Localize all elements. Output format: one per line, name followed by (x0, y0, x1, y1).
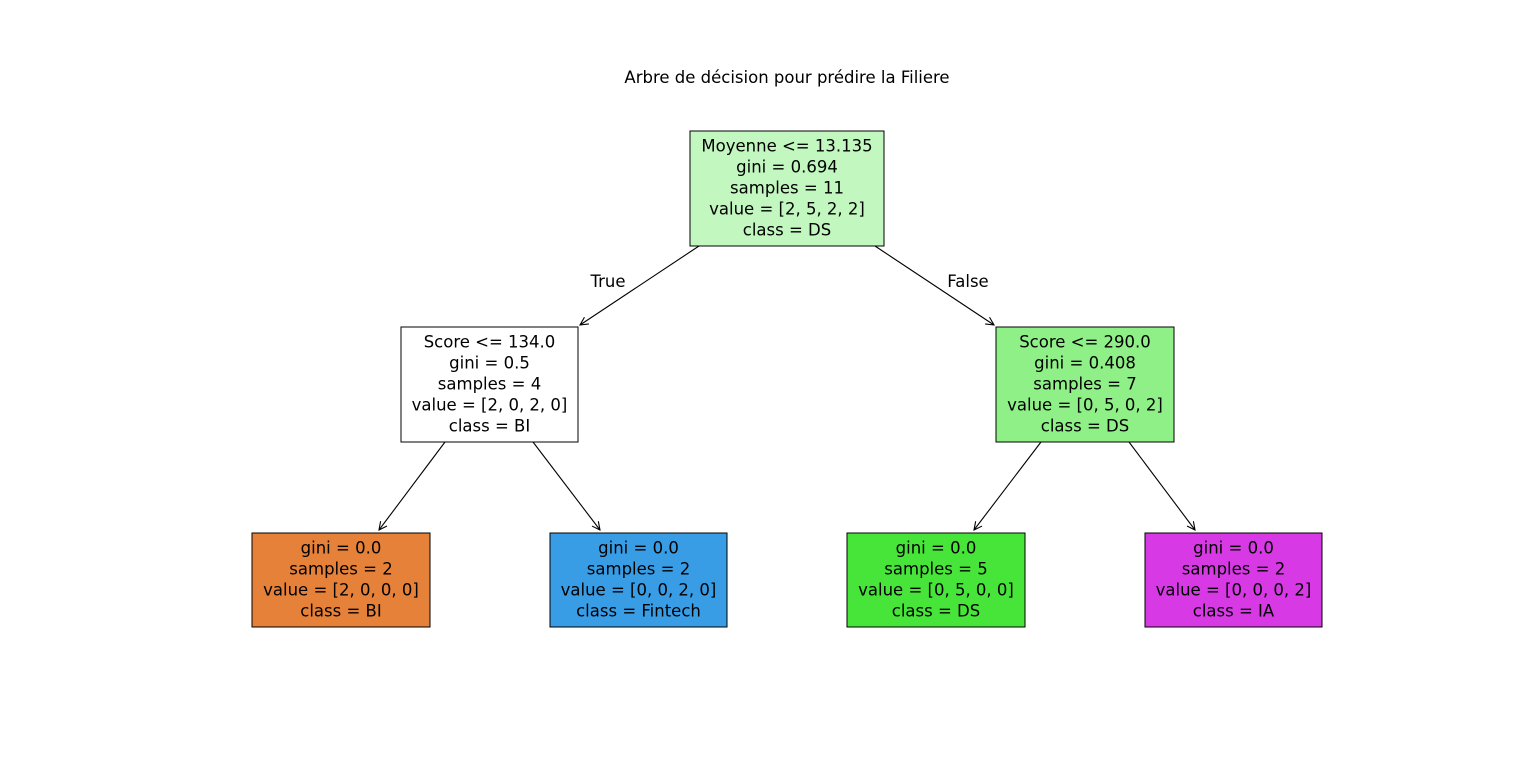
node-box-right (995, 326, 1175, 443)
node-line-right-3: value = [0, 5, 0, 2] (1007, 396, 1163, 415)
node-line-left-4: class = BI (449, 417, 530, 436)
tree-node-left: Score <= 134.0 gini = 0.5 samples = 4 value… (400, 326, 579, 443)
node-box-leaf-fintech (549, 532, 728, 628)
tree-node-leaf-ia: gini = 0.0 samples = 2 value = [0, 0, 0, 2… (1144, 532, 1323, 628)
edge-root-to-left (580, 245, 700, 325)
node-line-root-1: gini = 0.694 (736, 158, 838, 177)
node-box-leaf-ds (846, 532, 1026, 628)
node-box-leaf-bi (251, 532, 431, 628)
tree-node-leaf-fintech: gini = 0.0 samples = 2 value = [0, 0, 2, 0… (549, 532, 728, 628)
node-line-leaf-fintech-2: value = [0, 0, 2, 0] (561, 581, 717, 600)
node-line-root-0: Moyenne <= 13.135 (701, 137, 872, 156)
node-line-leaf-ia-3: class = IA (1193, 602, 1275, 621)
node-line-left-0: Score <= 134.0 (424, 333, 556, 352)
node-line-right-0: Score <= 290.0 (1019, 333, 1151, 352)
node-line-leaf-ds-0: gini = 0.0 (896, 539, 977, 558)
node-box-root (689, 130, 885, 247)
node-line-root-2: samples = 11 (730, 179, 844, 198)
node-line-root-3: value = [2, 5, 2, 2] (709, 200, 865, 219)
edge-right-to-leaf-ia (1128, 441, 1195, 530)
tree-node-right: Score <= 290.0 gini = 0.408 samples = 7 val… (995, 326, 1175, 443)
node-line-left-3: value = [2, 0, 2, 0] (412, 396, 568, 415)
node-line-leaf-ia-1: samples = 2 (1182, 560, 1285, 579)
node-line-right-2: samples = 7 (1033, 375, 1136, 394)
node-line-right-4: class = DS (1041, 417, 1129, 436)
tree-node-leaf-ds: gini = 0.0 samples = 5 value = [0, 5, 0, 0… (846, 532, 1026, 628)
node-line-leaf-ia-2: value = [0, 0, 0, 2] (1156, 581, 1312, 600)
nodes-layer: Moyenne <= 13.135 gini = 0.694 samples = 1… (251, 130, 1323, 628)
node-line-leaf-ds-1: samples = 5 (884, 560, 987, 579)
figure-title: Arbre de décision pour prédire la Filier… (624, 68, 949, 87)
edge-root-to-right (874, 245, 994, 325)
node-line-left-2: samples = 4 (438, 375, 541, 394)
tree-node-leaf-bi: gini = 0.0 samples = 2 value = [2, 0, 0, 0… (251, 532, 431, 628)
node-line-right-1: gini = 0.408 (1034, 354, 1136, 373)
node-line-leaf-bi-0: gini = 0.0 (301, 539, 382, 558)
node-box-leaf-ia (1144, 532, 1323, 628)
edge-left-to-leaf-bi (379, 441, 446, 530)
node-line-leaf-bi-1: samples = 2 (289, 560, 392, 579)
node-line-leaf-ia-0: gini = 0.0 (1193, 539, 1274, 558)
edge-left-to-leaf-fintech (532, 441, 600, 530)
node-line-leaf-bi-3: class = BI (300, 602, 381, 621)
branch-label-false: False (947, 272, 988, 291)
node-line-leaf-ds-2: value = [0, 5, 0, 0] (858, 581, 1014, 600)
edge-right-to-leaf-ds (974, 441, 1042, 530)
node-line-leaf-fintech-1: samples = 2 (587, 560, 690, 579)
node-line-leaf-bi-2: value = [2, 0, 0, 0] (263, 581, 419, 600)
node-line-leaf-fintech-3: class = Fintech (576, 602, 701, 621)
node-line-leaf-fintech-0: gini = 0.0 (598, 539, 679, 558)
edges-layer (379, 245, 1195, 530)
node-line-left-1: gini = 0.5 (449, 354, 530, 373)
tree-node-root: Moyenne <= 13.135 gini = 0.694 samples = 1… (689, 130, 885, 247)
branch-label-true: True (589, 272, 625, 291)
node-line-leaf-ds-3: class = DS (892, 602, 980, 621)
node-line-root-4: class = DS (743, 221, 831, 240)
node-box-left (400, 326, 579, 443)
